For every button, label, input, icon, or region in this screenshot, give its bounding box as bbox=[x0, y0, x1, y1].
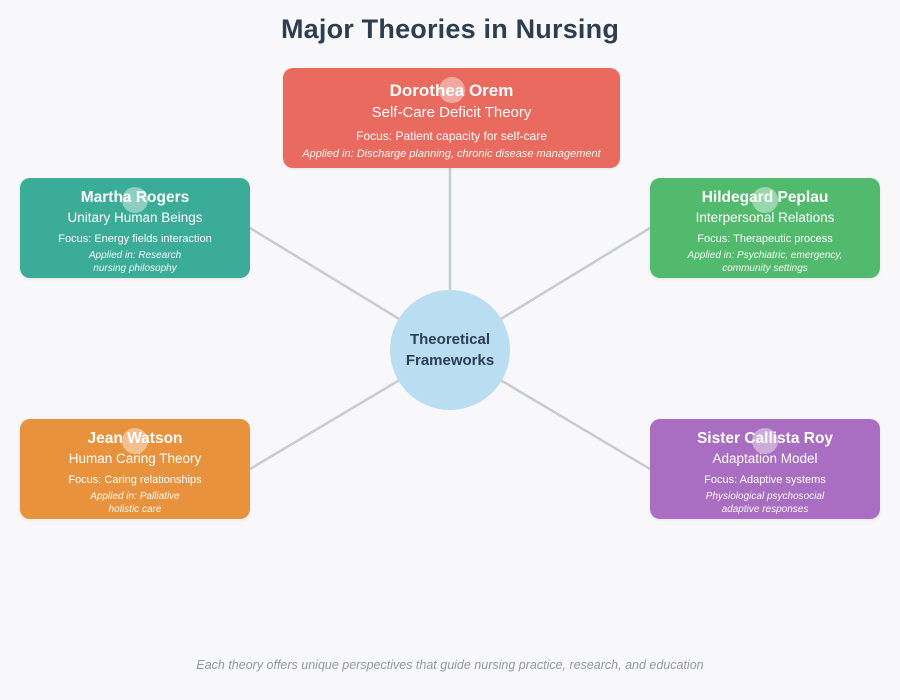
theory-focus: Focus: Energy fields interaction bbox=[58, 233, 212, 245]
name-highlight-circle bbox=[122, 187, 148, 213]
theory-card-jean-watson: Jean Watson Human Caring Theory Focus: C… bbox=[20, 419, 250, 519]
theory-applied-line: adaptive responses bbox=[721, 504, 809, 516]
theory-title: Self-Care Deficit Theory bbox=[371, 104, 532, 121]
theory-card-hildegard-peplau: Hildegard Peplau Interpersonal Relations… bbox=[650, 178, 880, 278]
theory-focus: Focus: Therapeutic process bbox=[697, 233, 833, 245]
theory-applied-line: Applied in: Palliative bbox=[90, 491, 180, 502]
theorist-name: Hildegard Peplau bbox=[701, 189, 829, 206]
theory-card-sister-callista-roy: Sister Callista Roy Adaptation Model Foc… bbox=[650, 419, 880, 519]
theory-title: Human Caring Theory bbox=[68, 451, 202, 466]
theory-applied: Applied in: Palliative holistic care bbox=[20, 490, 250, 516]
name-highlight-circle bbox=[438, 77, 465, 103]
name-highlight-circle bbox=[752, 428, 778, 454]
theory-focus: Focus: Caring relationships bbox=[68, 474, 202, 486]
theory-card-content: Jean Watson Human Caring Theory Focus: C… bbox=[20, 430, 250, 516]
theory-card-dorothea-orem: Dorothea Orem Self-Care Deficit Theory F… bbox=[283, 68, 620, 168]
theory-applied-line: Applied in: Psychiatric, emergency, bbox=[687, 250, 843, 261]
theorist-name: Martha Rogers bbox=[80, 189, 190, 206]
theorist-name: Jean Watson bbox=[87, 430, 183, 447]
theory-card-content: Dorothea Orem Self-Care Deficit Theory F… bbox=[283, 81, 620, 162]
theory-applied: Applied in: Research nursing philosophy bbox=[20, 249, 250, 275]
theory-card-content: Sister Callista Roy Adaptation Model Foc… bbox=[650, 430, 880, 516]
theory-applied-line: holistic care bbox=[108, 504, 162, 516]
center-node-label: Theoretical Frameworks bbox=[405, 331, 495, 369]
theory-applied-line: Applied in: Research bbox=[88, 250, 182, 261]
theory-focus: Focus: Adaptive systems bbox=[704, 474, 826, 486]
theorist-name: Dorothea Orem bbox=[389, 81, 514, 100]
theory-title: Interpersonal Relations bbox=[695, 210, 835, 225]
theory-applied-line: Applied in: Discharge planning, chronic … bbox=[302, 148, 601, 160]
theory-title: Adaptation Model bbox=[712, 451, 818, 466]
page-title: Major Theories in Nursing bbox=[280, 14, 620, 44]
theory-applied-line: community settings bbox=[722, 263, 808, 275]
theory-card-content: Martha Rogers Unitary Human Beings Focus… bbox=[20, 189, 250, 275]
name-highlight-circle bbox=[752, 187, 778, 213]
theory-card-martha-rogers: Martha Rogers Unitary Human Beings Focus… bbox=[20, 178, 250, 278]
theory-card-content: Hildegard Peplau Interpersonal Relations… bbox=[650, 189, 880, 275]
theory-applied: Applied in: Psychiatric, emergency, comm… bbox=[650, 249, 880, 275]
theory-applied-line: Physiological psychosocial bbox=[705, 491, 825, 502]
theory-applied-line: nursing philosophy bbox=[93, 263, 177, 275]
theory-title: Unitary Human Beings bbox=[67, 210, 203, 225]
theory-applied: Applied in: Discharge planning, chronic … bbox=[283, 147, 620, 162]
theory-focus: Focus: Patient capacity for self-care bbox=[356, 129, 547, 143]
theory-applied: Physiological psychosocial adaptive resp… bbox=[650, 490, 880, 516]
theorist-name: Sister Callista Roy bbox=[696, 430, 834, 447]
name-highlight-circle bbox=[122, 428, 148, 454]
diagram-footer-note: Each theory offers unique perspectives t… bbox=[196, 658, 704, 672]
center-node-theoretical-frameworks: Theoretical Frameworks bbox=[390, 290, 510, 410]
